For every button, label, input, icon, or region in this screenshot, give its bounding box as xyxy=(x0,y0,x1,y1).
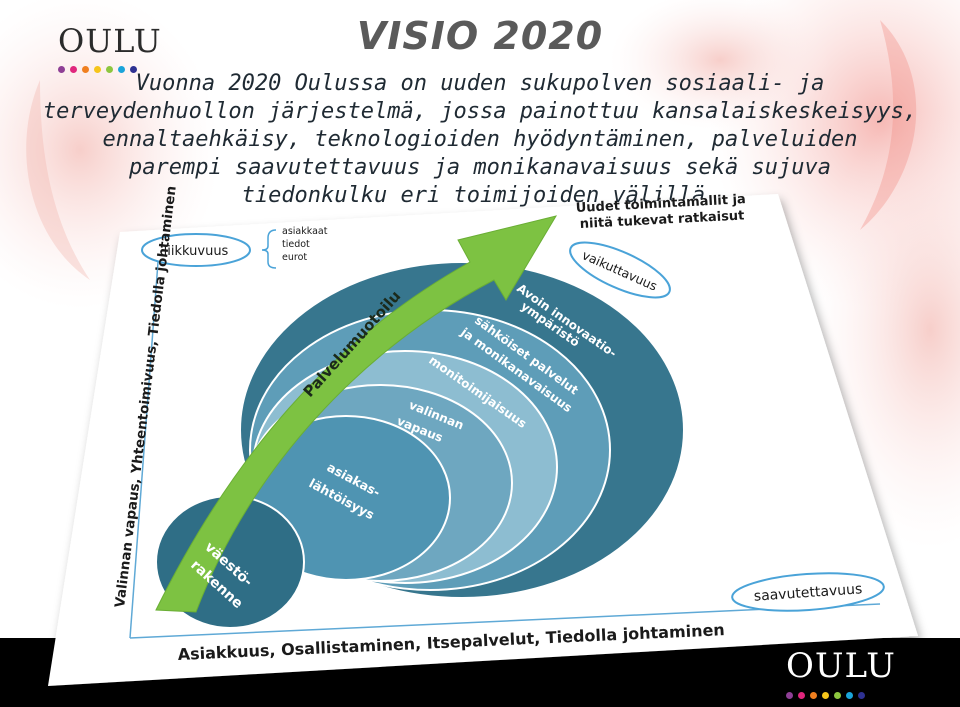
oulu-logo-bottom: OULU xyxy=(786,646,896,686)
mobility-item: eurot xyxy=(282,252,307,263)
subtitle-line: terveydenhuollon järjestelmä, jossa pain… xyxy=(42,99,918,124)
logo-dots-top xyxy=(58,66,137,73)
slide-subtitle: Vuonna 2020 Oulussa on uuden sukupolven … xyxy=(40,70,920,210)
accessibility-label: saavutettavuus xyxy=(753,581,862,605)
logo-dot xyxy=(822,692,829,699)
logo-dot xyxy=(846,692,853,699)
logo-dot xyxy=(834,692,841,699)
mobility-oval xyxy=(141,233,251,267)
logo-dot xyxy=(130,66,137,73)
y-axis-line xyxy=(129,261,159,639)
logo-dot xyxy=(858,692,865,699)
impact-oval xyxy=(569,241,671,299)
mobility-bracket xyxy=(261,229,277,269)
logo-dot xyxy=(70,66,77,73)
logo-dot xyxy=(810,692,817,699)
mobility-item: asiakkaat xyxy=(282,226,328,237)
logo-dots-bottom xyxy=(786,692,865,699)
palvelumuotoilu-arrow xyxy=(155,215,558,613)
subtitle-line: Vuonna 2020 Oulussa on uuden sukupolven … xyxy=(135,71,825,96)
mobility-label: liikkuvuus xyxy=(164,244,229,259)
logo-dot xyxy=(58,66,65,73)
logo-dot xyxy=(94,66,101,73)
logo-dot xyxy=(82,66,89,73)
x-axis-line xyxy=(129,603,881,639)
mobility-item: tiedot xyxy=(282,239,310,250)
logo-dot xyxy=(106,66,113,73)
subtitle-line: parempi saavutettavuus ja monikanavaisuu… xyxy=(129,155,831,180)
accessibility-oval xyxy=(731,572,885,612)
logo-dot xyxy=(118,66,125,73)
slide-title: VISIO 2020 xyxy=(356,14,604,58)
subtitle-line: ennaltaehkäisy, teknologioiden hyödyntäm… xyxy=(102,127,858,152)
logo-dot xyxy=(798,692,805,699)
logo-dot xyxy=(786,692,793,699)
oulu-logo-top: OULU xyxy=(58,22,162,60)
